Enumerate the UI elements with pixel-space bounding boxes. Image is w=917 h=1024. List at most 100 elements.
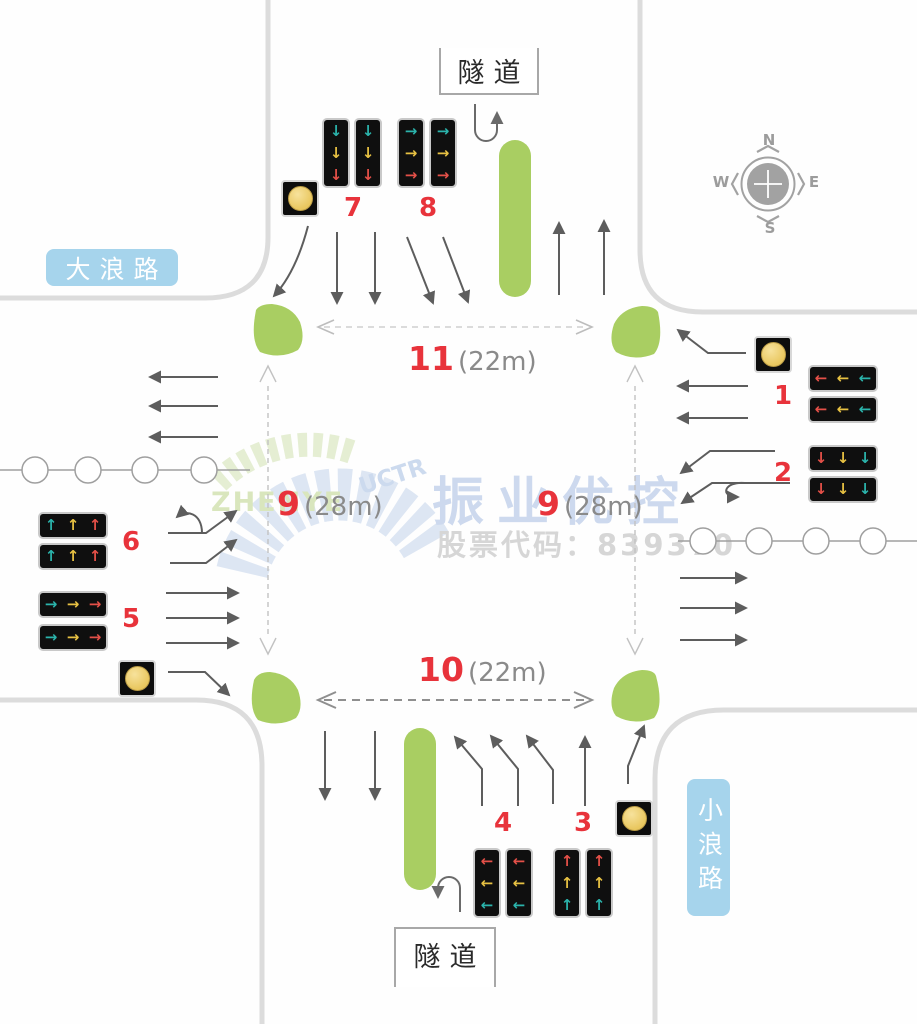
lane-arrow-west-leftbend2 xyxy=(170,538,238,564)
signal-arrow: ← xyxy=(836,400,850,418)
lane-arrow-east-leftbend1 xyxy=(679,450,775,475)
lane-arrow-north-rightturn xyxy=(272,225,309,298)
signal-head-8b: → → → xyxy=(429,118,457,188)
road-label-dalang: 大浪路 xyxy=(46,249,178,286)
signal-arrow: → xyxy=(436,143,450,162)
signal-arrow: → xyxy=(88,628,102,646)
signal-head-2a: ↓ ↓ ↓ xyxy=(808,445,878,472)
signal-arrow: → xyxy=(44,595,58,613)
signal-head-6a: ↑ ↑ ↑ xyxy=(38,512,108,539)
signal-arrow: ↓ xyxy=(361,143,375,162)
tunnel-label-north: 隧道 xyxy=(439,48,539,95)
signal-arrow: ↑ xyxy=(88,547,102,565)
measure-right-distance: (28m) xyxy=(563,492,643,522)
measure-left: 9 (28m) xyxy=(277,484,383,523)
lane-arrow-west-rightturn xyxy=(168,671,231,697)
signal-number-5: 5 xyxy=(121,604,141,634)
signal-arrow: ↓ xyxy=(329,143,343,162)
flasher-light-southeast xyxy=(615,800,653,837)
signal-arrow: → xyxy=(404,165,418,184)
signal-arrow: ↓ xyxy=(814,449,828,467)
measure-top: 11 (22m) xyxy=(408,339,537,378)
guardrail-west xyxy=(0,456,250,484)
measure-top-number: 11 xyxy=(408,339,454,378)
signal-number-7: 7 xyxy=(343,193,363,223)
crosswalk-line-left xyxy=(259,364,277,656)
signal-arrow: ← xyxy=(512,873,526,892)
signal-arrow: ↓ xyxy=(858,449,872,467)
signal-arrow: ↓ xyxy=(329,165,343,184)
lane-arrows xyxy=(148,219,790,806)
road-label-xiaolang: 小浪路 xyxy=(687,779,730,916)
signal-arrow: ↓ xyxy=(814,480,828,498)
signal-arrow: ← xyxy=(858,400,872,418)
signal-arrow: → xyxy=(66,628,80,646)
watermark-brand: 振业优控 xyxy=(432,473,693,533)
signal-head-7a: ↓ ↓ ↓ xyxy=(322,118,350,188)
compass-north-label: N xyxy=(762,131,776,149)
measure-bottom-distance: (22m) xyxy=(467,658,547,688)
signal-arrow: ↑ xyxy=(560,873,574,892)
signal-arrow: ← xyxy=(512,851,526,870)
signal-head-8a: → → → xyxy=(397,118,425,188)
signal-arrow: ↑ xyxy=(66,516,80,534)
signal-arrow: ← xyxy=(480,851,494,870)
road-edge-southeast xyxy=(652,707,917,1024)
signal-number-4: 4 xyxy=(493,808,513,838)
measure-right: 9 (28m) xyxy=(537,484,643,523)
signal-arrow: → xyxy=(66,595,80,613)
lane-arrow-east-rightturn xyxy=(676,328,746,354)
signal-number-8: 8 xyxy=(418,193,438,223)
signal-arrow: ← xyxy=(512,895,526,914)
flasher-light-east xyxy=(754,336,792,373)
road-edge-northwest xyxy=(0,0,271,301)
signal-arrow: → xyxy=(436,165,450,184)
signal-arrow: ← xyxy=(814,369,828,387)
median-north xyxy=(499,140,531,297)
measure-left-distance: (28m) xyxy=(303,492,383,522)
signal-arrow: ↑ xyxy=(560,851,574,870)
flasher-bulb xyxy=(124,666,150,691)
signal-head-3a: ↑ ↑ ↑ xyxy=(553,848,581,918)
guardrail-east xyxy=(678,527,917,555)
median-south xyxy=(404,728,436,890)
flasher-bulb xyxy=(760,342,786,367)
lane-arrow-south-leftbend3 xyxy=(525,734,554,804)
signal-head-2b: ↓ ↓ ↓ xyxy=(808,476,878,503)
lane-arrow-north-slant1 xyxy=(406,236,435,305)
measure-bottom: 10 (22m) xyxy=(418,650,547,689)
signal-arrow: ↑ xyxy=(560,895,574,914)
signal-arrow: ← xyxy=(814,400,828,418)
compass-south-label: S xyxy=(764,219,776,237)
crosswalk-line-top xyxy=(316,319,594,335)
measure-bottom-number: 10 xyxy=(418,650,464,689)
signal-arrow: ← xyxy=(480,873,494,892)
signal-arrow: ← xyxy=(480,895,494,914)
measure-left-number: 9 xyxy=(277,484,300,523)
lane-arrow-east-leftbend2 xyxy=(680,482,790,505)
signal-number-2: 2 xyxy=(773,458,793,488)
signal-arrow: ↑ xyxy=(44,547,58,565)
signal-arrow: ← xyxy=(858,369,872,387)
signal-arrow: ↓ xyxy=(836,480,850,498)
signal-head-5b: → → → xyxy=(38,624,108,651)
corner-island-sw xyxy=(251,672,301,724)
road-edge-southwest xyxy=(0,697,265,1024)
lane-arrow-west-uturn xyxy=(175,504,203,534)
lane-arrow-north-slant2 xyxy=(442,236,471,304)
signal-arrow: → xyxy=(404,143,418,162)
signal-arrow: → xyxy=(436,121,450,140)
lane-arrow-south-rightturn xyxy=(627,724,646,784)
flasher-light-northwest xyxy=(281,180,319,217)
signal-head-7b: ↓ ↓ ↓ xyxy=(354,118,382,188)
corner-island-se xyxy=(611,670,660,722)
compass-west-label: W xyxy=(712,173,730,191)
signal-head-1a: ← ← ← xyxy=(808,365,878,392)
tunnel-uturn-arrows xyxy=(431,104,504,912)
signal-number-1: 1 xyxy=(773,381,793,411)
watermark-stock-code: 股票代码：839370 xyxy=(437,528,737,562)
